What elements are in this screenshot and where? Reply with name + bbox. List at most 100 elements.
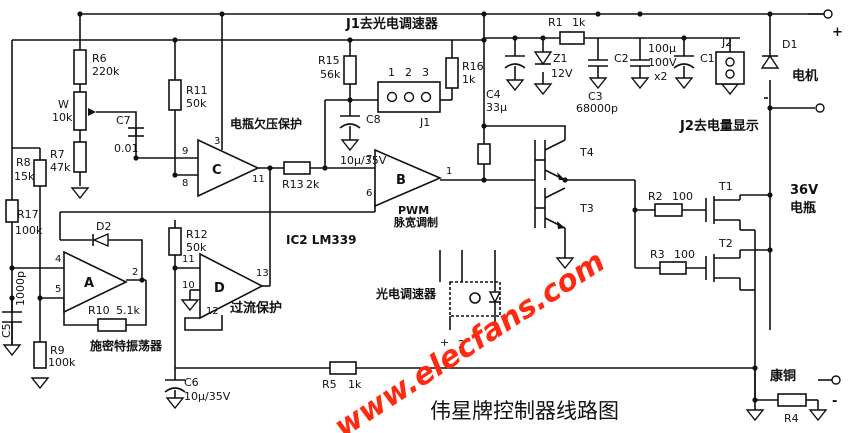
label-j1_pins-0: 1 xyxy=(388,66,395,79)
label-parts-r16-value: 1k xyxy=(462,73,476,86)
label-notes-j1_top: J1去光电调速器 xyxy=(345,16,439,32)
label-parts-r8-ref: R8 xyxy=(16,156,31,169)
junction-dots xyxy=(9,11,773,403)
label-notes-pwm_sub: 脉宽调制 xyxy=(393,215,438,229)
resistor-r15 xyxy=(343,55,357,85)
ground-icon xyxy=(340,139,360,152)
label-parts-c3-value: 68000p xyxy=(576,102,618,115)
ground-icon xyxy=(180,299,200,312)
resistor-r16 xyxy=(445,57,459,89)
label-notes-j2: J2去电量显示 xyxy=(679,118,759,134)
label-comparators-d-pins-1: 10 xyxy=(182,280,195,291)
resistor-r6 xyxy=(73,49,87,85)
label-parts-c2-value3: x2 xyxy=(654,70,668,83)
diode-d1-icon xyxy=(760,54,780,69)
comparator-a: A 4 5 2 xyxy=(55,250,138,314)
label-parts-w-value: 10k xyxy=(52,111,73,124)
label-parts-c1-ref: C1 xyxy=(700,52,715,65)
annotations: J1去光电调速器 J2去电量显示 电机 36V 电瓶 电瓶欠压保护 PWM 脉宽… xyxy=(90,16,818,384)
label-notes-photo_pin: 2 xyxy=(458,338,465,351)
label-comparators-d-pins-0: 11 xyxy=(182,254,195,265)
label-notes-photo: 光电调速器 xyxy=(375,286,437,301)
label-parts-c5-ref: C5 xyxy=(0,323,13,338)
ground-icon xyxy=(533,83,553,96)
plus-terminal-label: + xyxy=(832,25,843,40)
label-parts-c8-ref: C8 xyxy=(366,113,381,126)
label-comparators-b-pins-0: 7 xyxy=(366,154,372,165)
resistors xyxy=(5,31,807,407)
label-parts-d1-ref: D1 xyxy=(782,38,797,51)
label-parts-r17-ref: R17 xyxy=(17,208,39,221)
label-parts-r15-value: 56k xyxy=(320,68,341,81)
connector-j1: 1 2 3 J1 xyxy=(377,66,441,129)
label-comparators-c-pins-1: 8 xyxy=(182,178,188,189)
label-notes-manganin: 康铜 xyxy=(770,368,796,384)
label-parts-r12-ref: R12 xyxy=(186,228,208,241)
connector-j2: J2 xyxy=(715,36,745,85)
label-comparators-d-pins-3: 12 xyxy=(206,306,219,317)
label-parts-c2-value2: 100V xyxy=(648,56,677,69)
component-labels: R6 220k W 10k R7 47k C7 0.01 R11 50k R12… xyxy=(0,16,799,425)
resistor-r11 xyxy=(168,79,182,111)
comparator-c: C 9 8 11 3 xyxy=(182,136,265,198)
transistor-t3 xyxy=(535,187,566,229)
label-notes-pwm: PWM xyxy=(398,204,429,217)
label-parts-r5-ref: R5 xyxy=(322,378,337,391)
photo-speed-controller xyxy=(439,250,502,330)
resistor-r3 xyxy=(659,261,687,275)
label-parts-r9-ref: R9 xyxy=(50,344,65,357)
label-parts-c8-value: 10μ/35V xyxy=(340,154,387,167)
label-comparators-a-pins-0: 4 xyxy=(55,254,61,265)
label-parts-r13-value: 2k xyxy=(306,178,320,191)
label-notes-battery: 电瓶 xyxy=(790,200,816,216)
label-parts-r2-ref: R2 xyxy=(648,190,663,203)
label-comparators-b-pins-2: 1 xyxy=(446,166,452,177)
diagram-title: 伟星牌控制器线路图 xyxy=(430,399,619,423)
label-parts-j2-ref: J2 xyxy=(721,36,732,49)
label-parts-t2-ref: T2 xyxy=(718,237,733,250)
label-parts-r1-value: 1k xyxy=(572,16,586,29)
ground-icon xyxy=(588,77,608,90)
wiper-arrow-icon xyxy=(88,108,96,116)
label-comparators-a-pins-1: 5 xyxy=(55,284,61,295)
label-comparators-a-pins-2: 2 xyxy=(132,267,138,278)
label-parts-r6-value: 220k xyxy=(92,65,120,78)
comparator-b: B 7 6 1 xyxy=(366,148,452,208)
label-parts-t1-ref: T1 xyxy=(718,180,733,193)
resistor-r9 xyxy=(33,341,47,369)
label-parts-c7-value: 0.01 xyxy=(114,142,139,155)
label-j1_label: J1 xyxy=(419,116,430,129)
label-comparators-c-pins-2: 11 xyxy=(252,174,265,185)
label-parts-c5-value: 1000p xyxy=(14,271,27,306)
minus-terminal-label: - xyxy=(832,394,837,409)
comparator-d: D 11 10 13 12 xyxy=(182,252,269,320)
label-parts-r7-ref: R7 xyxy=(50,148,65,161)
resistor-r7 xyxy=(73,141,87,173)
ground-symbols xyxy=(2,77,828,422)
ground-icon xyxy=(808,409,828,422)
mosfet-t2 xyxy=(705,250,741,290)
label-parts-c4-value: 33μ xyxy=(486,101,507,114)
label-j1_pins-2: 3 xyxy=(422,66,429,79)
resistor-r5 xyxy=(329,361,357,375)
label-parts-r10-value: 5.1k xyxy=(116,304,140,317)
label-parts-r4-ref: R4 xyxy=(784,412,799,425)
ground-icon xyxy=(70,187,90,200)
terminals: + - xyxy=(815,9,843,409)
resistor-r8 xyxy=(33,159,47,187)
resistor-r10 xyxy=(97,318,127,332)
resistor-r2 xyxy=(654,203,683,217)
label-parts-r2-value: 100 xyxy=(672,190,693,203)
label-comparators-b-pins-1: 6 xyxy=(366,188,372,199)
zener-z1-icon xyxy=(533,51,553,66)
label-parts-r3-value: 100 xyxy=(674,248,695,261)
label-parts-r5-value: 1k xyxy=(348,378,362,391)
label-comparators-d-pins-2: 13 xyxy=(256,268,269,279)
ground-icon xyxy=(674,77,694,90)
label-parts-r9-value: 100k xyxy=(48,356,76,369)
label-notes-undervoltage: 电瓶欠压保护 xyxy=(230,116,302,131)
label-parts-r11-value: 50k xyxy=(186,97,207,110)
label-parts-t4-ref: T4 xyxy=(579,146,594,159)
label-notes-overcurrent: 过流保护 xyxy=(230,300,282,316)
resistor-r4 xyxy=(777,393,807,407)
